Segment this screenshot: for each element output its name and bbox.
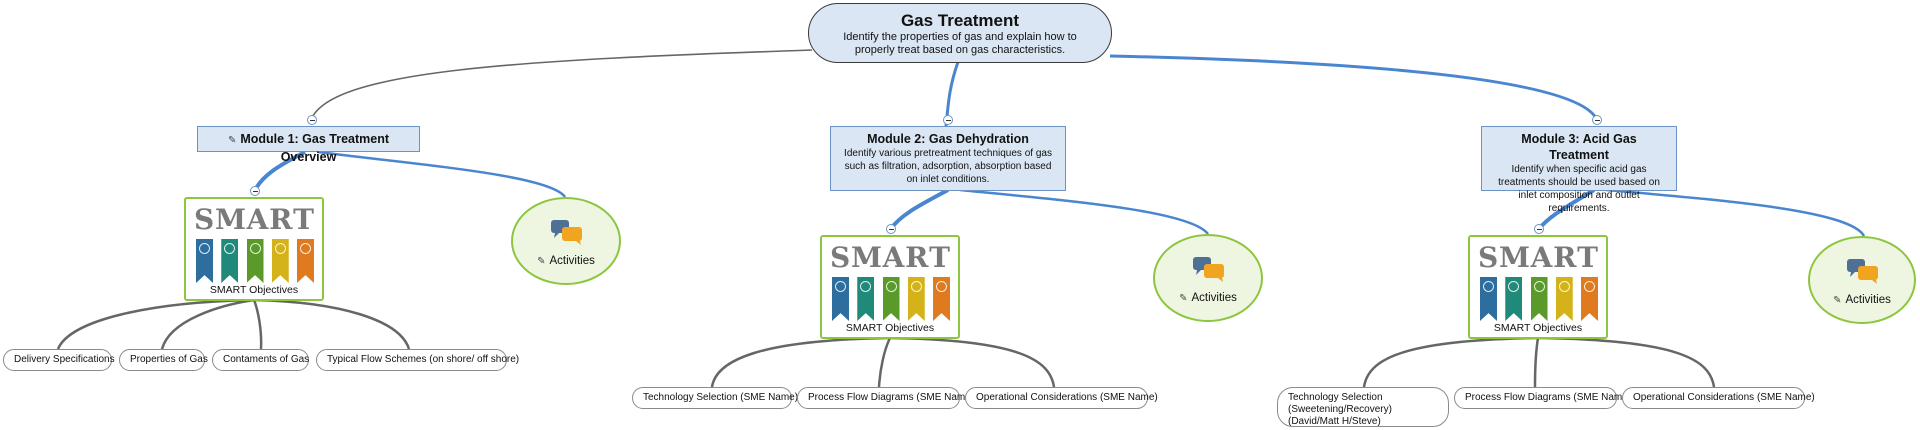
module-3-topic[interactable]: Module 3: Acid Gas Treatment Identify wh… [1481,126,1677,214]
smart-caption: SMART Objectives [1493,322,1583,334]
pencil-icon: ✎ [537,256,546,267]
collapse-toggle-smart-2[interactable] [886,224,896,234]
pencil-icon: ✎ [227,135,237,146]
module-2-description: Identify various pretreatment techniques… [844,148,1052,185]
leaf-operational-considerations[interactable]: Operational Considerations (SME Name) [1622,387,1815,409]
activities-node-1[interactable]: ✎Activities [511,197,621,285]
collapse-toggle-smart-3[interactable] [1534,224,1544,234]
module-1-topic[interactable]: ✎Module 1: Gas Treatment Overview [197,126,420,164]
activities-label: Activities [549,255,595,267]
leaf-process-flow-diagrams[interactable]: Process Flow Diagrams (SME Name) [797,387,974,409]
collapse-toggle-module-3[interactable] [1592,115,1602,125]
leaf-operational-considerations[interactable]: Operational Considerations (SME Name) [965,387,1158,409]
collapse-toggle-module-2[interactable] [943,115,953,125]
root-topic[interactable]: Gas Treatment Identify the properties of… [808,3,1112,63]
collapse-toggle-smart-1[interactable] [250,186,260,196]
activities-label: Activities [1845,294,1891,306]
module-3-description: Identify when specific acid gas treatmen… [1498,164,1660,214]
pencil-icon: ✎ [1179,293,1188,304]
activities-node-2[interactable]: ✎Activities [1153,234,1263,322]
smart-caption: SMART Objectives [845,322,935,334]
root-title: Gas Treatment [900,11,1020,30]
chat-bubbles-icon [1193,257,1224,282]
activities-label: Activities [1191,292,1237,304]
smart-ribbons-icon [1480,277,1598,321]
module-2-topic[interactable]: Module 2: Gas Dehydration Identify vario… [830,126,1066,191]
leaf-contaments-of-gas[interactable]: Contaments of Gas [212,349,309,371]
leaf-delivery-specifications[interactable]: Delivery Specifications [3,349,115,371]
smart-ribbons-icon [196,239,314,283]
smart-caption: SMART Objectives [209,284,299,296]
activities-node-3[interactable]: ✎Activities [1808,236,1916,324]
smart-ribbons-icon [832,277,950,321]
chat-bubbles-icon [551,220,582,245]
module-3-title: Module 3: Acid Gas Treatment [1521,132,1637,162]
leaf-technology-selection[interactable]: Technology Selection (SME Name) [632,387,798,409]
leaf-properties-of-gas[interactable]: Properties of Gas [119,349,208,371]
pencil-icon: ✎ [1833,295,1842,306]
leaf-process-flow-diagrams[interactable]: Process Flow Diagrams (SME Name) [1454,387,1631,409]
root-description: Identify the properties of gas and expla… [843,31,1077,56]
chat-bubbles-icon [1847,259,1878,284]
collapse-toggle-module-1[interactable] [307,115,317,125]
module-1-title: Module 1: Gas Treatment Overview [240,132,390,164]
module-2-title: Module 2: Gas Dehydration [867,132,1029,146]
leaf-technology-selection-sweetening[interactable]: Technology Selection (Sweetening/Recover… [1277,387,1449,427]
leaf-typical-flow-schemes[interactable]: Typical Flow Schemes (on shore/ off shor… [316,349,519,371]
